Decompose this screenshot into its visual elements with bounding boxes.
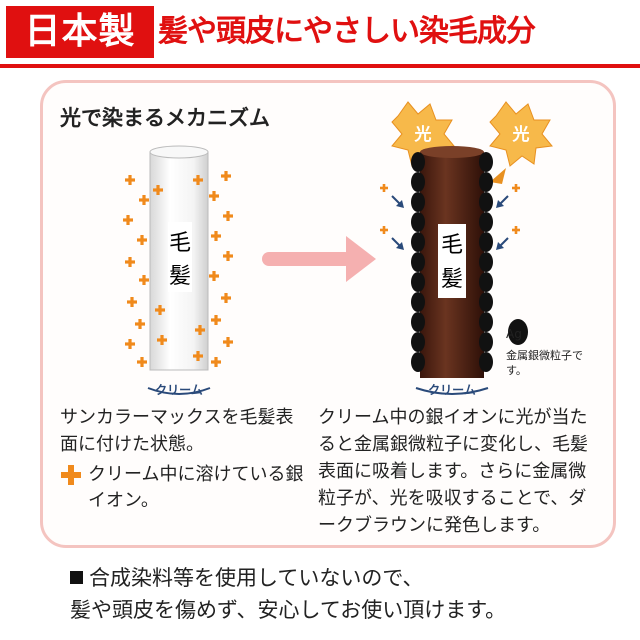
panel-title: 光で染まるメカニズム <box>60 106 270 130</box>
ion-legend-text: クリーム中に溶けている銀イオン。 <box>88 464 304 511</box>
cream-indicator-right: クリーム <box>415 383 489 397</box>
footer-note: 合成染料等を使用していないので、 髪や頭皮を傷めず、安心してお使い頂けます。 <box>70 562 630 626</box>
silver-particle-legend <box>508 319 528 345</box>
cream-label-right: クリーム <box>428 383 476 397</box>
right-description: クリーム中の銀イオンに光が当たると金属銀微粒子に変化し、毛髪表面に吸着します。さ… <box>318 407 588 536</box>
ag-description: 金属銀微粒子です。 <box>506 349 583 377</box>
transition-arrow <box>262 236 376 282</box>
light-label-1: 光 <box>414 124 432 145</box>
untreated-hair-strand: 毛 髪 <box>149 145 209 371</box>
made-in-japan-badge: 日本製 <box>6 6 154 58</box>
header-divider <box>0 64 640 68</box>
plus-icon <box>61 465 81 485</box>
ag-symbol: Ag <box>506 327 522 341</box>
headline: 髪や頭皮にやさしい染毛成分 <box>158 14 536 49</box>
light-burst-2: 光 <box>489 101 553 167</box>
dyed-hair-label-bottom: 髪 <box>441 267 463 292</box>
footer-line-2: 髪や頭皮を傷めず、安心してお使い頂けます。 <box>70 598 507 622</box>
ion-absorb-arrows <box>391 195 509 250</box>
light-label-2: 光 <box>512 124 530 145</box>
cream-indicator-left: クリーム <box>147 383 211 397</box>
footer-line-1: 合成染料等を使用していないので、 <box>89 566 424 590</box>
hair-label-top: 毛 <box>169 231 191 256</box>
mechanism-diagram: 毛 髪 クリーム 光 光 毛 髪 <box>123 101 553 397</box>
left-description: サンカラーマックスを毛髪表面に付けた状態。 <box>60 407 294 455</box>
header-banner: 日本製 髪や頭皮にやさしい染毛成分 <box>0 0 640 70</box>
dyed-hair-label-top: 毛 <box>441 233 463 258</box>
bullet-icon <box>70 571 83 584</box>
hair-label-bottom: 髪 <box>169 264 191 289</box>
silver-particles <box>411 152 493 372</box>
cream-label-left: クリーム <box>155 383 203 397</box>
dyed-hair-strand: 毛 髪 <box>420 146 484 378</box>
